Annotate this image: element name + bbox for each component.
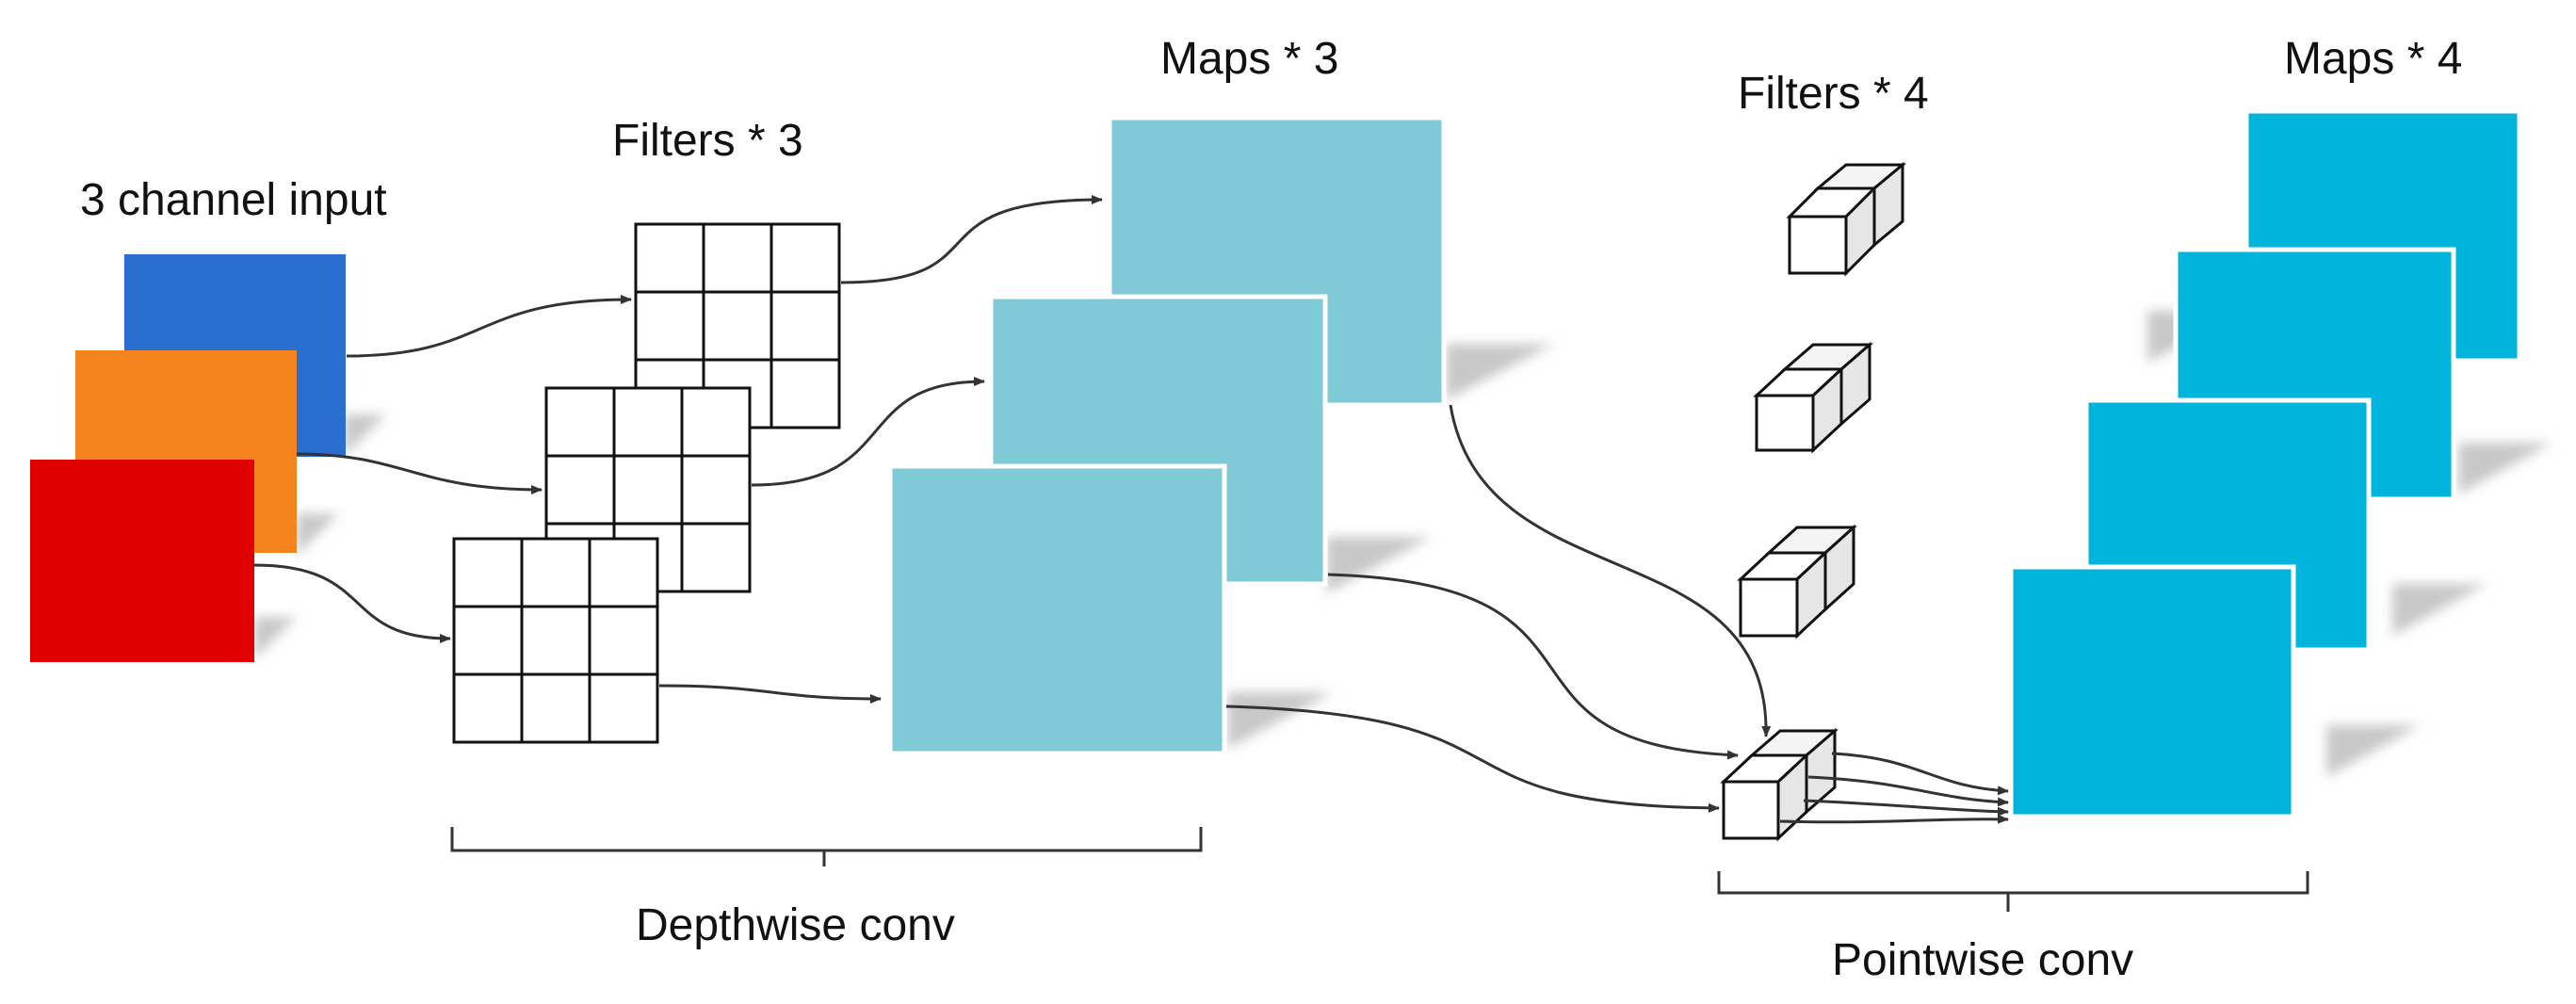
shadow: [344, 414, 386, 457]
shadow: [254, 617, 297, 659]
shadow: [2392, 584, 2487, 636]
pw-filter-3: [1737, 524, 1857, 640]
arrow-map1-to-pwfilter: [1449, 404, 1772, 737]
shadow: [1446, 344, 1554, 400]
shadow: [1326, 537, 1432, 593]
arrow-pwfilter-to-map4-b: [1807, 775, 2009, 807]
pw-filter-2: [1753, 341, 1874, 454]
arrow-red-to-filter3: [253, 563, 451, 643]
arrow-filter3-to-map3: [658, 684, 882, 704]
dw-maps: [887, 115, 1554, 756]
arrow-pwfilter-to-map4-a: [1831, 752, 2009, 796]
arrow-orange-to-filter2: [296, 452, 543, 494]
shadow: [297, 513, 339, 556]
channel-red: [30, 460, 254, 662]
arrow-filter1-to-map1: [840, 195, 1103, 284]
dw-map-3: [887, 463, 1227, 756]
arrows: [253, 195, 2009, 824]
arrow-map3-to-pwfilter: [1225, 704, 1720, 813]
pw-filter-4: [1720, 727, 1839, 842]
arrow-filter2-to-map2: [751, 377, 985, 487]
pointwise-label: Pointwise conv: [1832, 935, 2133, 985]
input-channels: [30, 254, 386, 662]
arrow-blue-to-filter1: [346, 295, 632, 358]
dw-filters-label: Filters * 3: [612, 116, 803, 166]
shadow: [2458, 443, 2552, 494]
shadow: [2326, 725, 2421, 777]
pw-map-4: [2008, 564, 2296, 819]
depthwise-brace: [450, 827, 1203, 866]
arrow-pwfilter-to-map4-d: [1779, 814, 2009, 824]
dw-filter-3: [452, 537, 659, 744]
arrow-pwfilter-to-map4-c: [1803, 799, 2009, 817]
pw-filters-label: Filters * 4: [1738, 69, 1929, 119]
dw-maps-label: Maps * 3: [1160, 34, 1338, 84]
shadow: [1227, 692, 1333, 749]
depthwise-label: Depthwise conv: [636, 900, 955, 950]
input-label: 3 channel input: [80, 175, 387, 225]
pw-maps-label: Maps * 4: [2284, 34, 2462, 84]
pw-filter-1: [1786, 161, 1907, 277]
pointwise-brace: [1717, 871, 2309, 912]
arrow-map2-to-pwfilter: [1327, 573, 1739, 760]
pw-maps: [2008, 108, 2552, 819]
